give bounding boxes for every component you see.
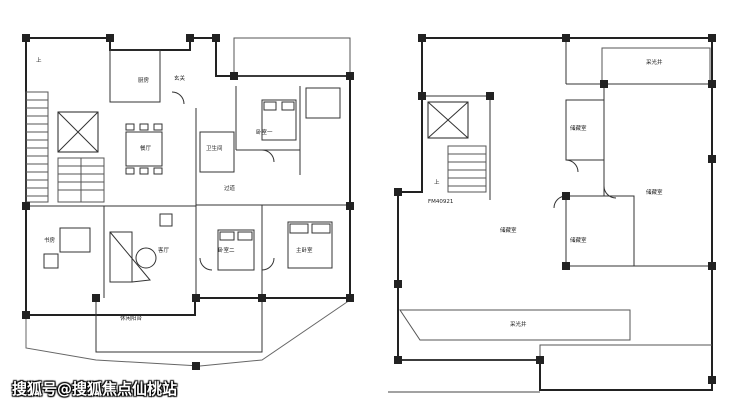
storage-d-outline <box>565 195 635 267</box>
living-sofa <box>109 213 173 283</box>
upper-elevator <box>57 111 99 153</box>
label-bedroom2: 卧室二 <box>218 246 235 254</box>
label-storage-b: 储藏室 <box>500 226 517 234</box>
label-study: 书房 <box>44 236 56 244</box>
lower-room-labels: 采光井 储藏室 储藏室 储藏室 储藏室 采光井 FM40921 上 <box>428 58 663 328</box>
label-kitchen: 厨房 <box>138 76 150 84</box>
label-living: 客厅 <box>158 246 170 254</box>
lower-stair <box>447 145 487 193</box>
study-desk <box>43 227 91 269</box>
label-lower-stair-up: 上 <box>434 178 440 186</box>
label-stair-up: 上 <box>36 56 42 64</box>
lower-elevator <box>427 101 469 139</box>
bathroom-outline <box>199 131 235 173</box>
label-storage-a: 储藏室 <box>570 124 587 132</box>
lower-outer-wall <box>397 37 713 391</box>
door-swing-storage-a <box>565 159 579 173</box>
door-swing-storage-c <box>603 185 617 199</box>
bottom-skylight <box>399 309 631 341</box>
label-storage-c: 储藏室 <box>646 188 663 196</box>
label-door-code: FM40921 <box>428 199 453 205</box>
inner-stair <box>57 157 105 203</box>
left-stair <box>25 91 49 203</box>
label-master: 主卧室 <box>296 246 313 254</box>
door-swing-entry <box>171 91 185 105</box>
door-swing-master <box>261 257 275 271</box>
bed-bedroom1 <box>261 99 297 141</box>
top-terrace <box>233 37 351 77</box>
kitchen-outline <box>109 49 161 103</box>
lower-columns <box>394 34 716 384</box>
bed-bedroom2 <box>217 229 255 271</box>
label-skylight-bottom: 采光井 <box>510 320 527 328</box>
label-bedroom1: 卧室一 <box>256 128 273 136</box>
outer-terrace-line <box>25 299 351 367</box>
upper-outer-wall <box>25 37 351 316</box>
label-bath1: 卫生间 <box>206 144 223 152</box>
upper-columns <box>22 34 354 370</box>
door-swing-bed1 <box>261 149 275 163</box>
label-entry: 玄关 <box>174 74 186 82</box>
master-bath-outline <box>305 87 341 119</box>
upper-floor-plan <box>22 34 354 370</box>
label-corridor: 过道 <box>224 184 236 192</box>
watermark-text: 搜狐号@搜狐焦点仙桃站 <box>12 380 178 398</box>
label-storage-d: 储藏室 <box>570 236 587 244</box>
door-swing-bed2 <box>199 257 213 271</box>
balcony-outline <box>95 298 263 353</box>
label-dining: 餐厅 <box>140 144 152 152</box>
label-skylight-top: 采光井 <box>646 58 663 66</box>
lower-floor-plan <box>388 34 716 393</box>
label-balcony: 休闲阳台 <box>120 314 143 322</box>
top-skylight <box>601 47 711 85</box>
bottom-terrace <box>398 344 712 361</box>
upper-room-labels: 厨房 玄关 餐厅 卫生间 卧室一 过道 书房 客厅 卧室二 主卧室 休闲阳台 上 <box>36 56 313 322</box>
bed-master <box>287 221 333 269</box>
dining-table <box>125 123 163 175</box>
